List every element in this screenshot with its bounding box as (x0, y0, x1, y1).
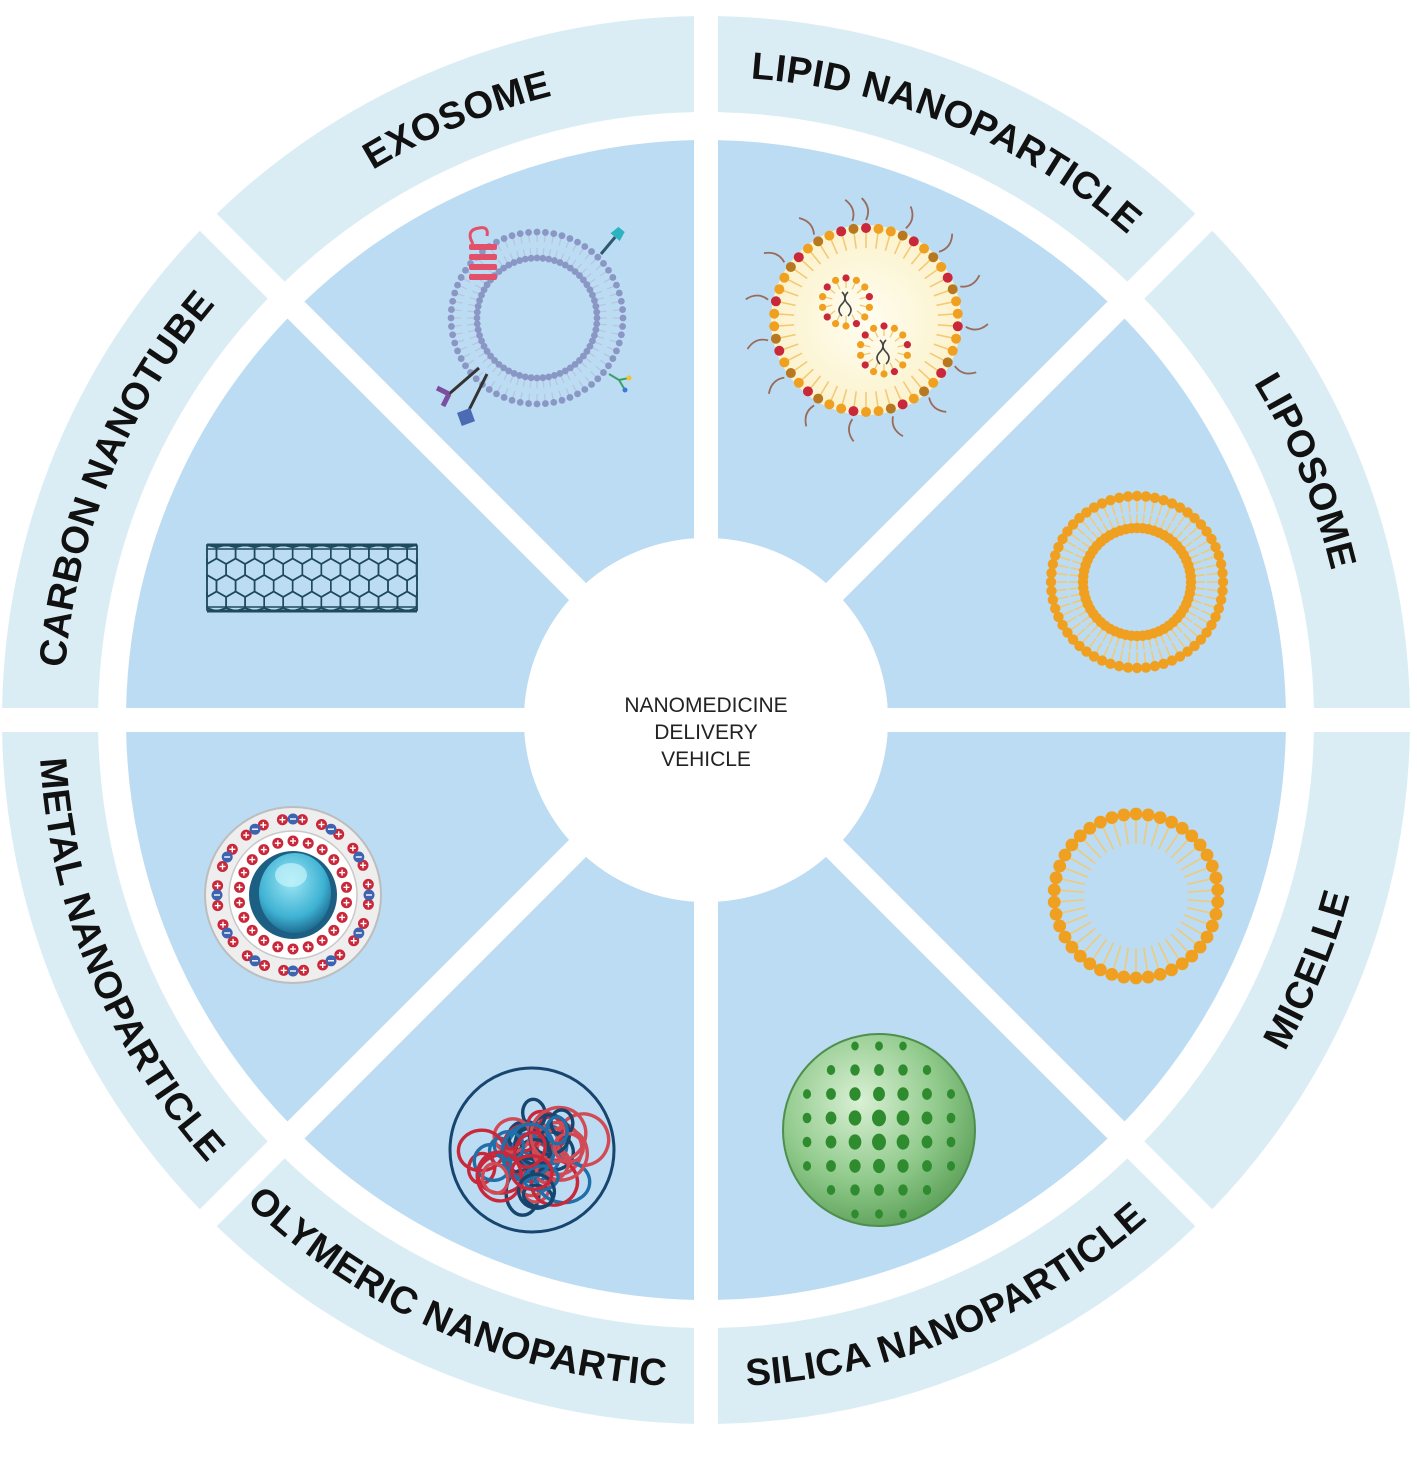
band-liposome (1144, 230, 1410, 708)
band-polymeric (216, 1158, 694, 1424)
band-micelle (1144, 732, 1410, 1210)
band-exosome (216, 16, 694, 282)
center-title-line-2: DELIVERY (654, 721, 758, 744)
carbon-nanotube-icon (206, 543, 418, 613)
band-silica (718, 1158, 1196, 1424)
band-metal (2, 732, 268, 1210)
wedge-liposome (842, 318, 1286, 709)
metal-nanoparticle-icon (204, 806, 382, 984)
exosome-icon (435, 226, 632, 426)
band-carbon (2, 230, 268, 708)
lipid-nanoparticle-icon (745, 197, 989, 442)
wedge-polymeric (304, 856, 695, 1300)
micelle-icon (1047, 807, 1225, 985)
liposome-icon (1045, 490, 1229, 674)
polymeric-nanoparticle-icon (448, 1066, 616, 1234)
center-title-line-3: VEHICLE (661, 748, 751, 771)
center-circle (524, 538, 888, 902)
band-lipid (718, 16, 1196, 282)
outer-label-bands (2, 16, 1410, 1424)
center-title-line-1: NANOMEDICINE (624, 694, 787, 717)
silica-nanoparticle-icon (782, 1033, 976, 1227)
